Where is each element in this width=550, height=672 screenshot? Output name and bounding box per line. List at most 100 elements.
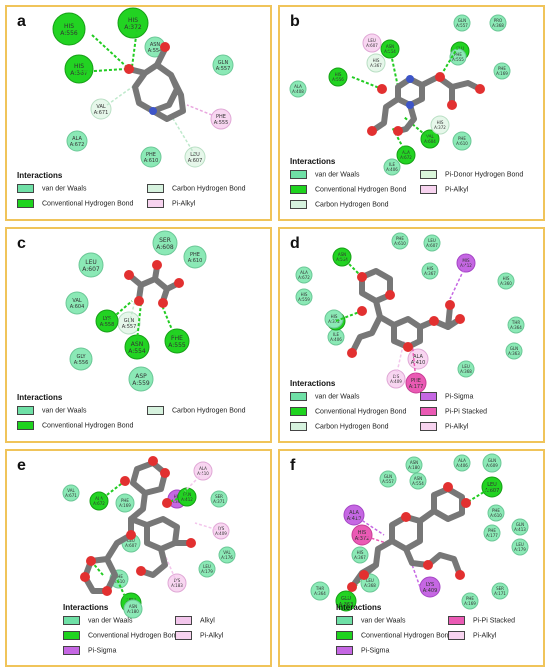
legend-item-vdw: van der Waals	[290, 170, 359, 179]
legend-item-conv-hb: Conventional Hydrogen Bond	[336, 631, 452, 640]
residue-name: LYS	[218, 526, 225, 531]
residue-bubble	[379, 470, 397, 488]
residue-name: LEU	[487, 482, 497, 488]
legend-item-pi-sigma: Pi-Sigma	[336, 646, 389, 655]
residue-name: GLN	[218, 60, 229, 66]
residue-bubble	[152, 230, 178, 256]
residue-number: A:409	[215, 531, 227, 536]
residue-bubble	[405, 456, 423, 474]
residue-name: VAL	[223, 550, 231, 555]
residue-number: A:372	[328, 319, 340, 324]
panel-e: LEUA:608ASNA:180LYSA:183PHEA:610VALA:176…	[5, 449, 272, 667]
residue-name: ASP	[135, 373, 147, 380]
residue-number: A:610	[144, 158, 159, 164]
residue-number: A:176	[221, 555, 233, 560]
residue-bubble	[210, 490, 228, 508]
residue-bubble	[212, 54, 234, 76]
legend-item-pi-pi-stacked: Pi-Pi Stacked	[420, 407, 487, 416]
residue-name: ASN	[410, 460, 418, 465]
residue-number: A:610	[456, 141, 468, 146]
residue-bubble	[69, 347, 93, 371]
legend-item-vdw: van der Waals	[336, 616, 405, 625]
residue-bubble	[140, 146, 162, 168]
residue-number: A:169	[496, 71, 508, 76]
residue-name: PHE	[146, 152, 156, 158]
residue-number: A:372	[124, 24, 142, 31]
legend-item-pi-alkyl: Pi-Alkyl	[420, 422, 468, 431]
residue-name: HIS	[331, 314, 338, 319]
residue-number: A:180	[408, 465, 420, 470]
residue-bubble	[423, 234, 441, 252]
legend-item-vdw: van der Waals	[63, 616, 132, 625]
residue-number: A:554	[412, 481, 424, 486]
residue-number: A:554	[148, 48, 163, 54]
residue-number: A:410	[411, 360, 426, 366]
residue-name: ILE	[333, 332, 339, 337]
residue-bubble	[405, 372, 427, 394]
legend-title: Interactions	[290, 157, 336, 166]
residue-number: A:180	[127, 609, 139, 614]
residue-name: LYS	[174, 578, 181, 583]
residue-number: A:372	[355, 536, 370, 542]
residue-bubble	[310, 581, 330, 601]
residue-name: GLN	[458, 18, 466, 23]
residue-number: A:555	[452, 57, 464, 62]
residue-name: SER	[159, 237, 171, 244]
residue-bubble	[183, 245, 207, 269]
residue-number: A:607	[82, 266, 100, 273]
residue-bubble	[184, 146, 206, 168]
residue-number: A:367	[354, 555, 366, 560]
residue-name: LEU	[366, 578, 374, 583]
legend-item-pi-alkyl: Pi-Alkyl	[448, 631, 496, 640]
residue-number: A:371	[213, 499, 225, 504]
residue-bubble	[62, 484, 80, 502]
residue-number: A:557	[456, 23, 468, 28]
residue-number: A:671	[65, 493, 77, 498]
panel-e-diagram: LEUA:608ASNA:180LYSA:183PHEA:610VALA:176…	[62, 456, 236, 619]
residue-name: GLN	[488, 458, 496, 463]
residue-name: GLN	[510, 346, 518, 351]
residue-bubble	[193, 461, 213, 481]
legend-item-alkyl: Alkyl	[175, 616, 215, 625]
residue-number: A:364	[314, 591, 326, 596]
residue-bubble	[95, 309, 119, 333]
residue-number: A:610	[188, 258, 203, 264]
legend: Interactions van der Waals Alkyl Convent…	[7, 601, 270, 665]
residue-number: A:610	[394, 241, 406, 246]
residue-number: A:556	[74, 360, 89, 366]
residue-name: HIS	[174, 494, 181, 499]
residue-name: LEU	[190, 152, 200, 158]
legend: Interactions van der Waals Pi-Donor Hydr…	[280, 155, 543, 219]
legend-item-vdw: van der Waals	[17, 184, 86, 193]
residue-name: HIS	[427, 266, 434, 271]
residue-name: PHE	[454, 52, 462, 57]
residue-number: A:364	[510, 325, 522, 330]
legend-item-vdw: van der Waals	[17, 406, 86, 415]
residue-name: LYS	[426, 582, 434, 588]
